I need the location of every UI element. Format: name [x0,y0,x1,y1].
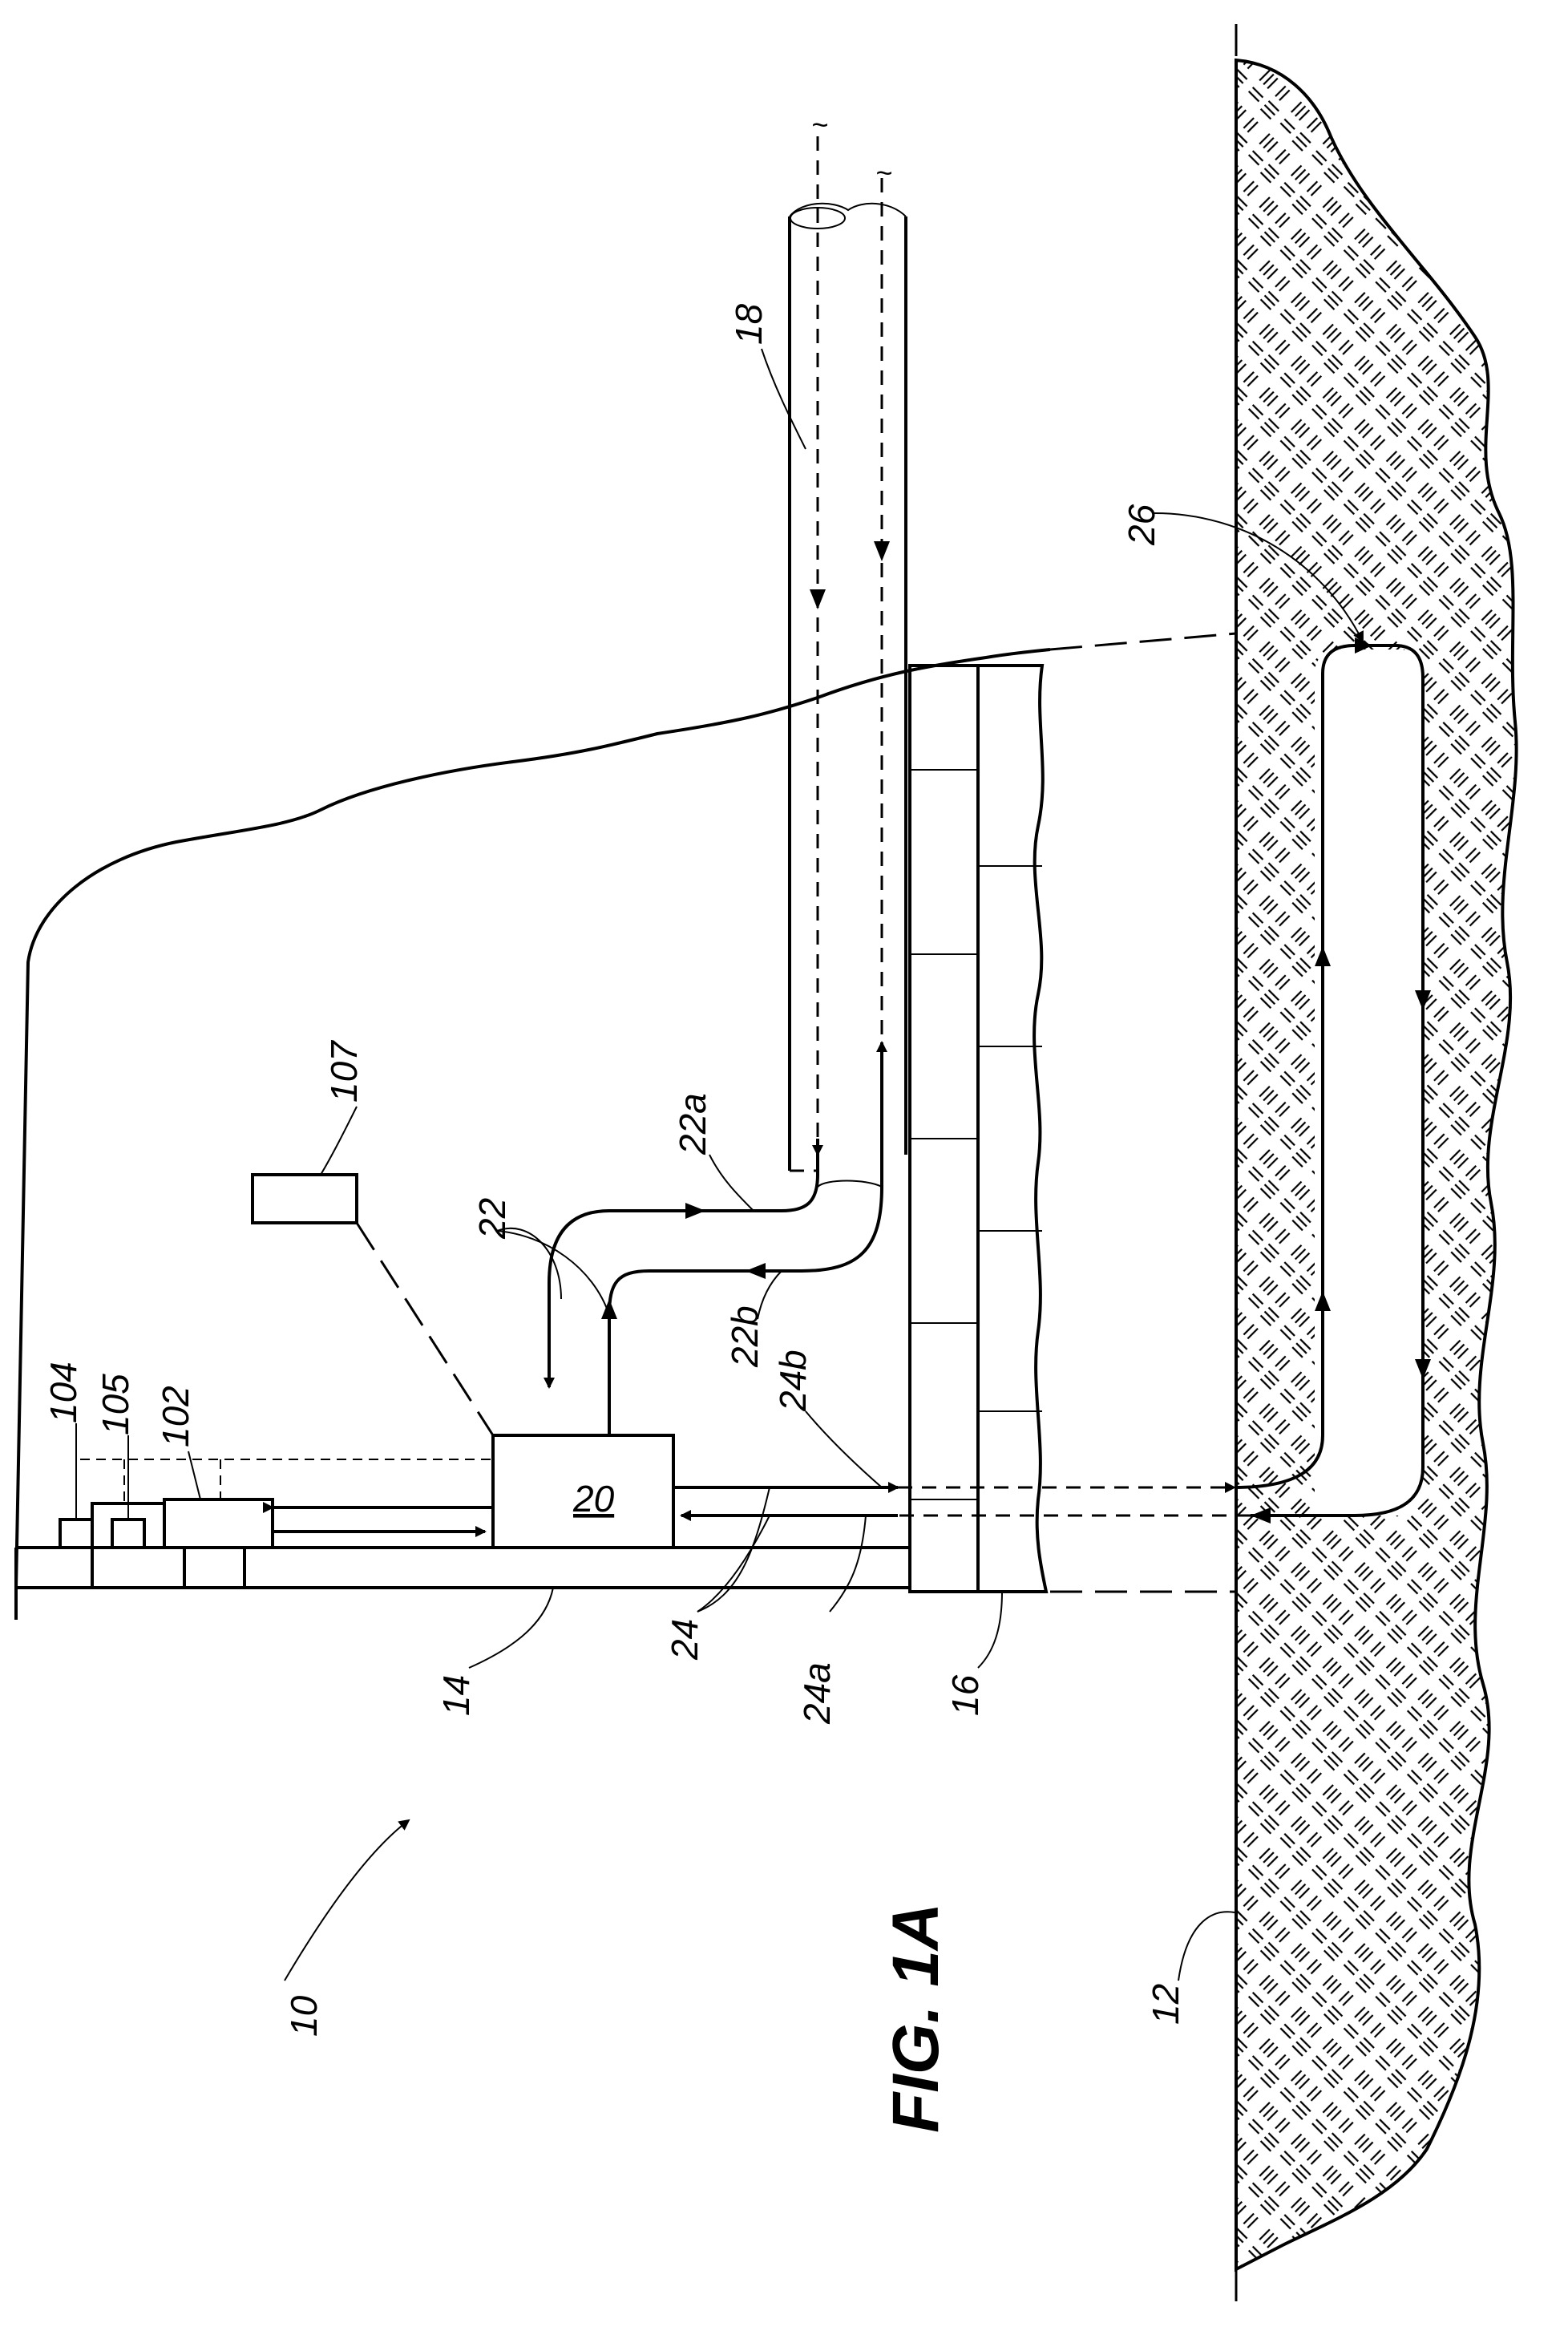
ground-region [1236,24,1517,2309]
controller-assembly [60,1459,493,1548]
remote-link [357,1223,493,1435]
label-24: 24 [664,1619,705,1661]
air-ducts [549,1042,882,1435]
label-22: 22 [471,1198,513,1240]
label-22b: 22b [724,1305,766,1368]
grade-line-upper [1050,633,1236,650]
leader-lines [76,349,1363,1981]
label-22a: 22a [672,1093,713,1155]
label-26: 26 [1121,504,1162,546]
loop-clearing [1315,650,1422,1516]
label-102: 102 [155,1386,196,1447]
label-105: 105 [95,1374,136,1435]
remote-device [253,1175,357,1223]
duct-pipe: ~ ~ [790,108,906,1171]
label-14: 14 [435,1675,477,1716]
svg-text:~: ~ [811,108,828,141]
label-104: 104 [42,1362,84,1423]
label-24b: 24b [772,1350,814,1412]
label-18: 18 [728,303,770,345]
svg-text:~: ~ [875,156,892,189]
foundation-wall [910,666,1046,1592]
unit-label: 20 [572,1478,615,1520]
label-10: 10 [283,1995,325,2037]
label-16: 16 [944,1674,986,1716]
label-24a: 24a [796,1662,838,1725]
floor-slab [16,1548,910,1620]
label-12: 12 [1145,1984,1186,2025]
figure-caption: FIG. 1A [879,1903,952,2133]
label-107: 107 [323,1040,365,1103]
reference-labels: 18 26 107 22 22a 22b 24b 24 24a 16 14 10… [42,303,1186,2133]
